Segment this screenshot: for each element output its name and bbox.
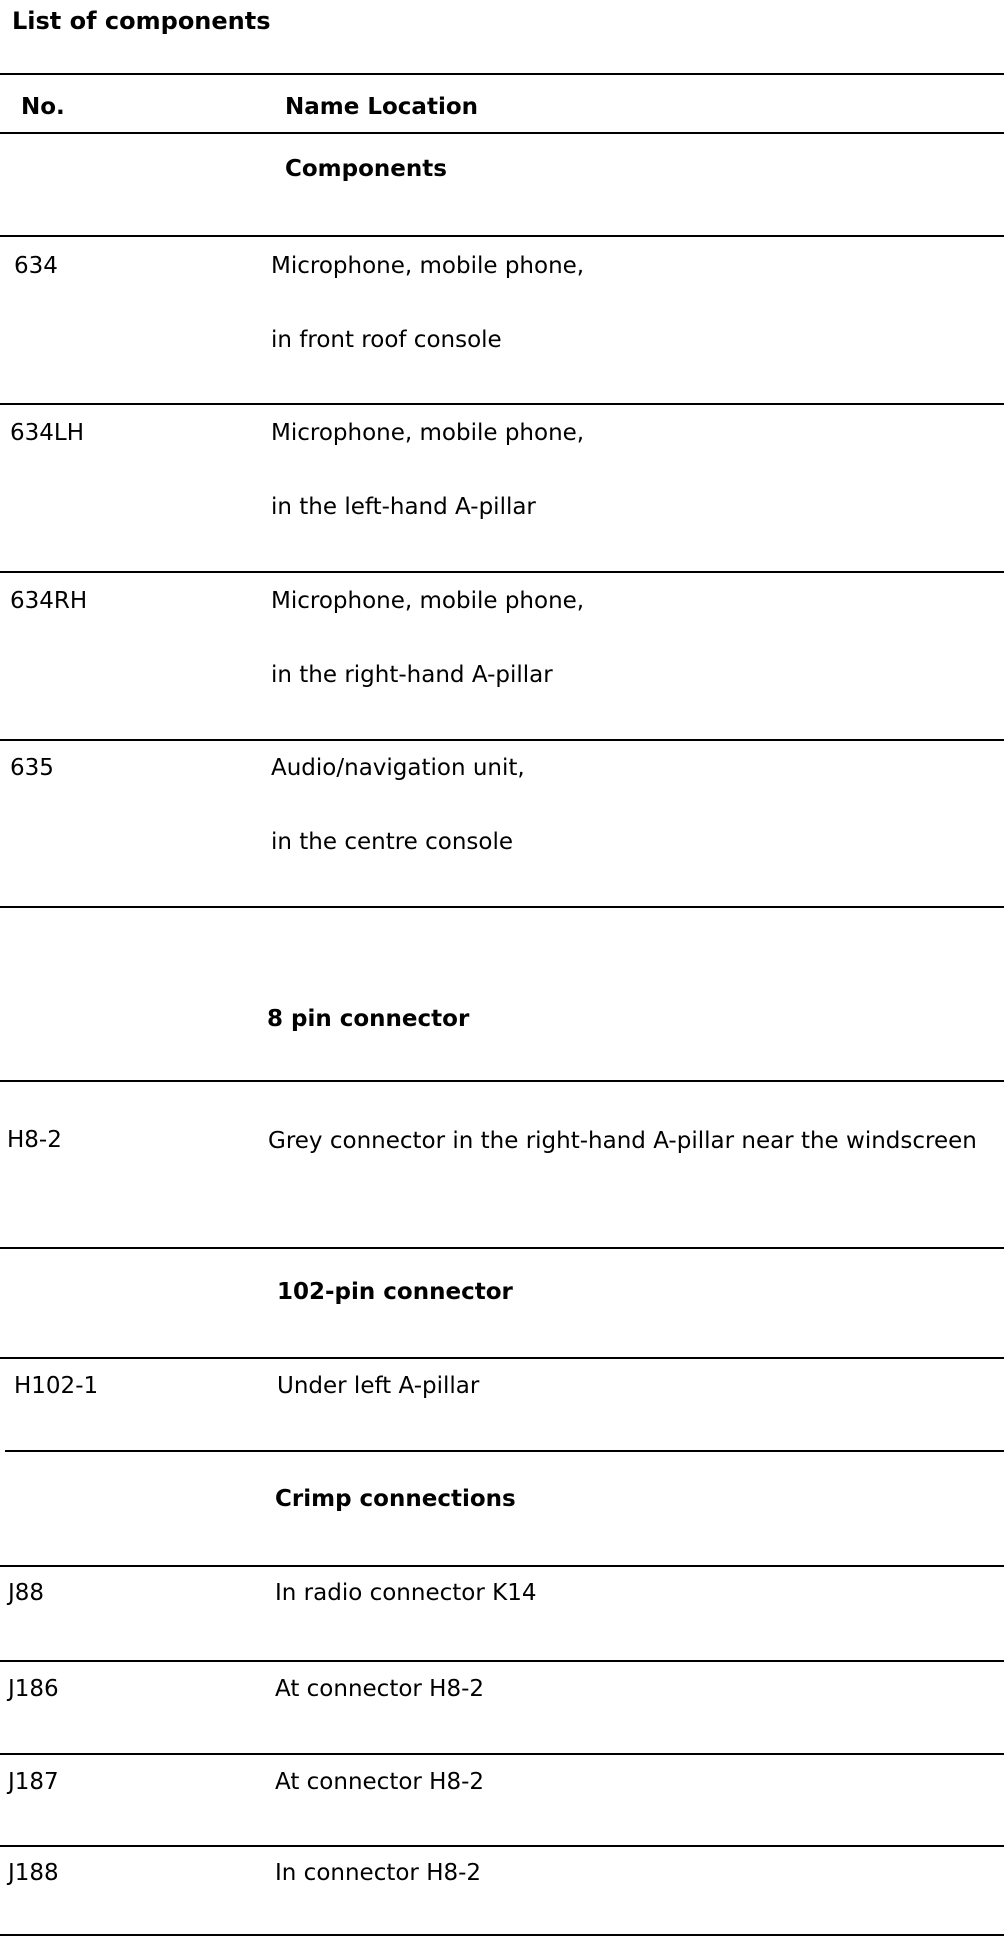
divider <box>0 403 1004 405</box>
row-number: 634 <box>14 253 58 279</box>
divider <box>0 906 1004 908</box>
row-location: At connector H8-2 <box>275 1769 485 1795</box>
divider <box>0 1845 1004 1847</box>
page-title: List of components <box>12 7 271 35</box>
divider <box>0 571 1004 573</box>
row-location: in the right-hand A-pillar <box>271 662 553 688</box>
row-location: Under left A-pillar <box>277 1373 480 1399</box>
row-name-location: Grey connector in the right-hand A-pilla… <box>268 1128 977 1154</box>
row-number: J186 <box>8 1676 59 1702</box>
row-location: in front roof console <box>271 327 502 353</box>
divider <box>0 1080 1004 1082</box>
row-number: J187 <box>8 1769 59 1795</box>
row-number: 634LH <box>10 420 85 446</box>
row-location: In connector H8-2 <box>275 1860 482 1886</box>
row-number: J88 <box>8 1580 45 1606</box>
divider <box>0 1934 1004 1936</box>
divider <box>0 739 1004 741</box>
divider <box>0 1247 1004 1249</box>
row-number: 634RH <box>10 588 88 614</box>
section-heading-102-pin: 102-pin connector <box>277 1279 513 1305</box>
divider <box>0 1753 1004 1755</box>
header-name-location: Name Location <box>285 94 479 120</box>
divider <box>0 235 1004 237</box>
section-heading-components: Components <box>285 156 447 182</box>
divider <box>0 132 1004 134</box>
section-heading-8-pin: 8 pin connector <box>267 1006 470 1032</box>
divider <box>0 73 1004 75</box>
row-number: J188 <box>8 1860 59 1886</box>
row-location: In radio connector K14 <box>275 1580 537 1606</box>
row-location: At connector H8-2 <box>275 1676 485 1702</box>
divider <box>0 1660 1004 1662</box>
section-heading-crimp: Crimp connections <box>275 1486 516 1512</box>
row-name: Microphone, mobile phone, <box>271 588 585 614</box>
row-number: H102-1 <box>14 1373 99 1399</box>
row-name: Audio/navigation unit, <box>271 755 525 781</box>
row-location: in the left-hand A-pillar <box>271 494 536 520</box>
divider <box>0 1357 1004 1359</box>
row-location: in the centre console <box>271 829 514 855</box>
header-no: No. <box>21 94 65 120</box>
row-name: Microphone, mobile phone, <box>271 420 585 446</box>
row-number: H8-2 <box>7 1127 62 1153</box>
row-name: Microphone, mobile phone, <box>271 253 585 279</box>
divider <box>5 1450 1004 1452</box>
row-number: 635 <box>10 755 54 781</box>
divider <box>0 1565 1004 1567</box>
